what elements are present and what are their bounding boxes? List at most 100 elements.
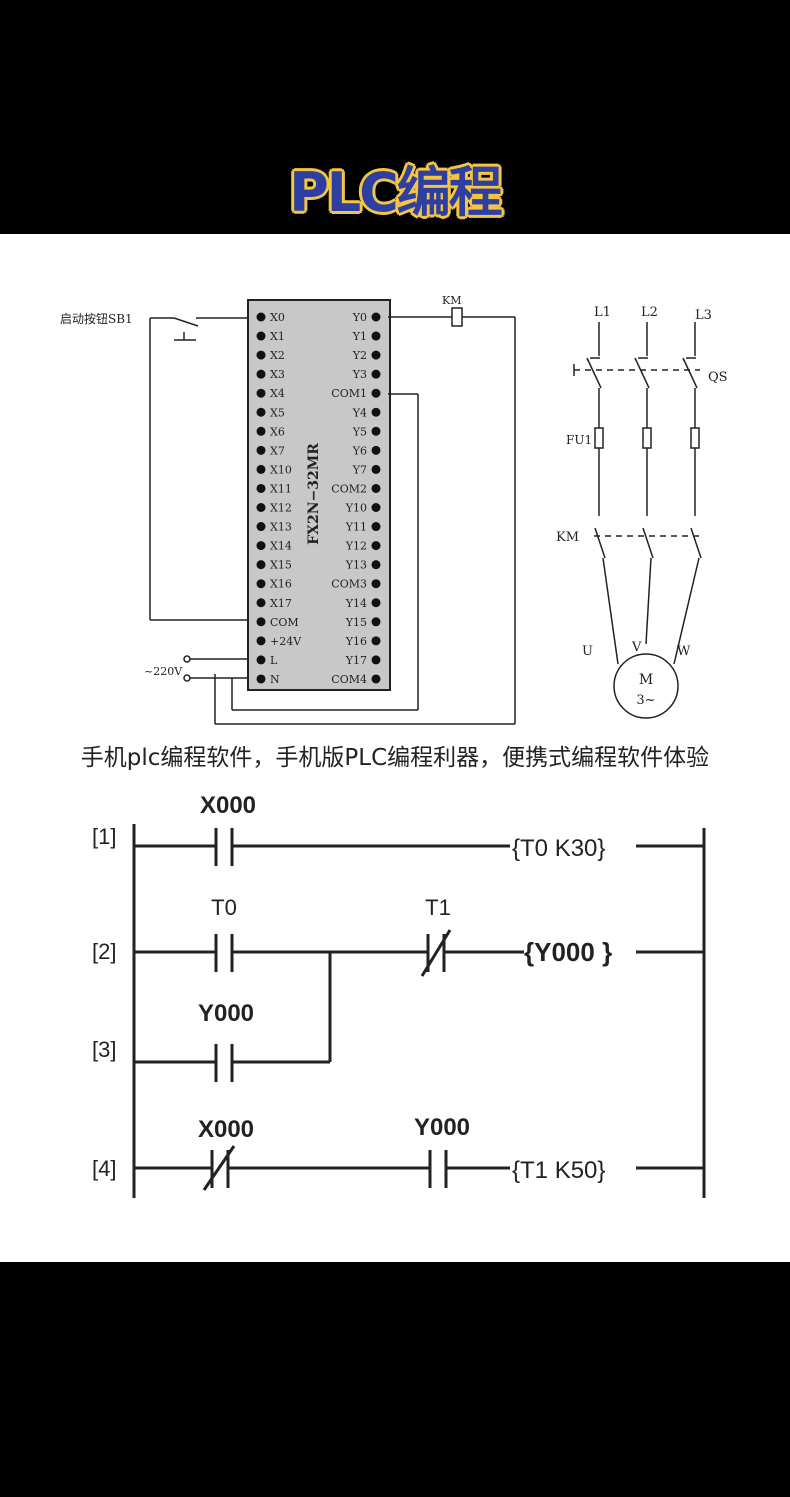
left-terminal-dot <box>256 426 266 436</box>
banner-title: PLC编程 <box>289 161 503 224</box>
phase-u-label: U <box>582 644 593 659</box>
right-terminal-label: Y17 <box>345 654 367 667</box>
rung-1-lines <box>134 828 704 866</box>
left-terminal-label: X11 <box>270 482 292 495</box>
coil-label: KM <box>442 294 461 307</box>
right-terminal-dot <box>371 674 381 684</box>
rung-3-lines <box>134 952 332 1082</box>
left-terminal-label: X7 <box>270 444 285 457</box>
right-terminal-dot <box>371 331 381 341</box>
left-terminal-dot <box>256 579 266 589</box>
right-terminal-label: Y12 <box>345 540 367 553</box>
right-terminal-label: Y14 <box>345 597 367 610</box>
top-black-band <box>0 0 790 234</box>
left-terminal-dot <box>256 503 266 512</box>
right-terminal-dot <box>371 369 381 379</box>
right-terminal-label: Y1 <box>352 330 367 343</box>
left-terminal-label: +24V <box>270 635 302 648</box>
left-terminal-label: X1 <box>270 330 285 343</box>
plc-body <box>247 299 391 691</box>
left-terminal-dot <box>256 655 266 665</box>
rung-2-contact-label: T0 <box>211 895 237 920</box>
right-terminal-dot <box>371 483 381 493</box>
left-terminal-dot <box>256 350 266 360</box>
right-terminal-dot <box>371 598 381 608</box>
caption-text: 手机plc编程软件，手机版PLC编程利器，便携式编程软件体验 <box>80 745 710 771</box>
line-l1-label: L1 <box>594 305 611 320</box>
right-terminal-label: Y4 <box>352 406 367 419</box>
right-terminal-label: COM2 <box>331 482 367 495</box>
right-terminal-label: Y6 <box>352 444 367 457</box>
fuse-label: FU1 <box>566 433 592 447</box>
contactor-label: KM <box>556 530 579 545</box>
phase-w-label: W <box>677 644 691 659</box>
rung-4-contact2-label: Y000 <box>414 1114 470 1141</box>
ladder-diagram: [1] X000 {T0 K30} [2] T0 T1 {Y000 } [3] … <box>92 792 706 1198</box>
left-terminal-dot <box>256 617 266 627</box>
left-terminal-label: X3 <box>270 368 285 381</box>
left-terminal-label: X6 <box>270 425 285 438</box>
right-terminal-dot <box>371 503 381 512</box>
rung-2-lines <box>134 929 704 977</box>
rung-1-output: {T0 K30} <box>512 835 605 862</box>
bottom-black-band <box>0 1262 790 1497</box>
left-terminal-label: COM <box>270 616 299 629</box>
left-terminal-label: X0 <box>270 311 285 324</box>
right-terminal-dot <box>371 464 381 474</box>
right-terminal-label: Y10 <box>345 502 367 515</box>
right-terminal-label: Y7 <box>352 463 367 476</box>
right-terminal-dot <box>371 636 381 646</box>
left-terminal-dot <box>256 388 266 398</box>
left-terminal-dot <box>256 331 266 341</box>
rung-4-contact-label: X000 <box>198 1116 254 1143</box>
start-button-symbol <box>149 317 248 621</box>
rung-2-number: [2] <box>92 939 116 964</box>
motor-power-circuit <box>573 322 702 719</box>
right-terminal-dot <box>371 445 381 455</box>
left-terminals: X0X1X2X3X4X5X6X7X10X11X12X13X14X15X16X17… <box>256 311 302 686</box>
left-terminal-label: N <box>270 673 280 686</box>
right-terminal-label: Y5 <box>352 425 367 438</box>
left-terminal-label: L <box>270 654 278 667</box>
motor-sub-label: 3~ <box>636 693 655 708</box>
right-terminal-label: Y0 <box>352 311 367 324</box>
left-terminal-dot <box>256 560 266 570</box>
right-terminal-label: COM4 <box>331 673 367 686</box>
rung-4-number: [4] <box>92 1156 116 1181</box>
right-terminal-dot <box>371 407 381 417</box>
left-terminal-label: X16 <box>270 578 292 591</box>
rung-4-lines <box>134 1145 704 1191</box>
supply-label: ~220V <box>144 665 183 678</box>
left-terminal-label: X12 <box>270 502 292 515</box>
right-terminal-dot <box>371 388 381 398</box>
left-terminal-dot <box>256 407 266 417</box>
rung-1-number: [1] <box>92 824 116 849</box>
left-terminal-dot <box>256 369 266 379</box>
line-l3-label: L3 <box>695 308 712 323</box>
right-terminal-label: Y2 <box>352 349 367 362</box>
left-terminal-dot <box>256 674 266 684</box>
start-button-label: 启动按钮SB1 <box>60 311 133 326</box>
right-terminal-dot <box>371 617 381 627</box>
right-terminal-dot <box>371 541 381 551</box>
rung-3-contact-label: Y000 <box>198 1000 254 1027</box>
left-terminal-label: X5 <box>270 406 285 419</box>
left-terminal-label: X2 <box>270 349 285 362</box>
right-terminals: Y0Y1Y2Y3COM1Y4Y5Y6Y7COM2Y10Y11Y12Y13COM3… <box>331 311 381 686</box>
right-terminal-dot <box>371 655 381 665</box>
rung-4-output: {T1 K50} <box>512 1157 605 1184</box>
left-terminal-dot <box>256 445 266 455</box>
right-terminal-label: Y13 <box>345 559 367 572</box>
ladder-rails <box>132 824 706 1198</box>
rung-2-contact2-label: T1 <box>425 895 451 920</box>
right-terminal-label: Y15 <box>345 616 367 629</box>
left-terminal-dot <box>256 636 266 646</box>
left-terminal-dot <box>256 312 266 322</box>
coil-wiring <box>214 307 516 725</box>
rung-3-number: [3] <box>92 1037 116 1062</box>
left-terminal-label: X17 <box>270 597 292 610</box>
plc-model-label: FX2N−32MR <box>306 443 322 545</box>
supply-wiring <box>183 655 248 682</box>
left-terminal-label: X15 <box>270 559 292 572</box>
left-terminal-dot <box>256 483 266 493</box>
